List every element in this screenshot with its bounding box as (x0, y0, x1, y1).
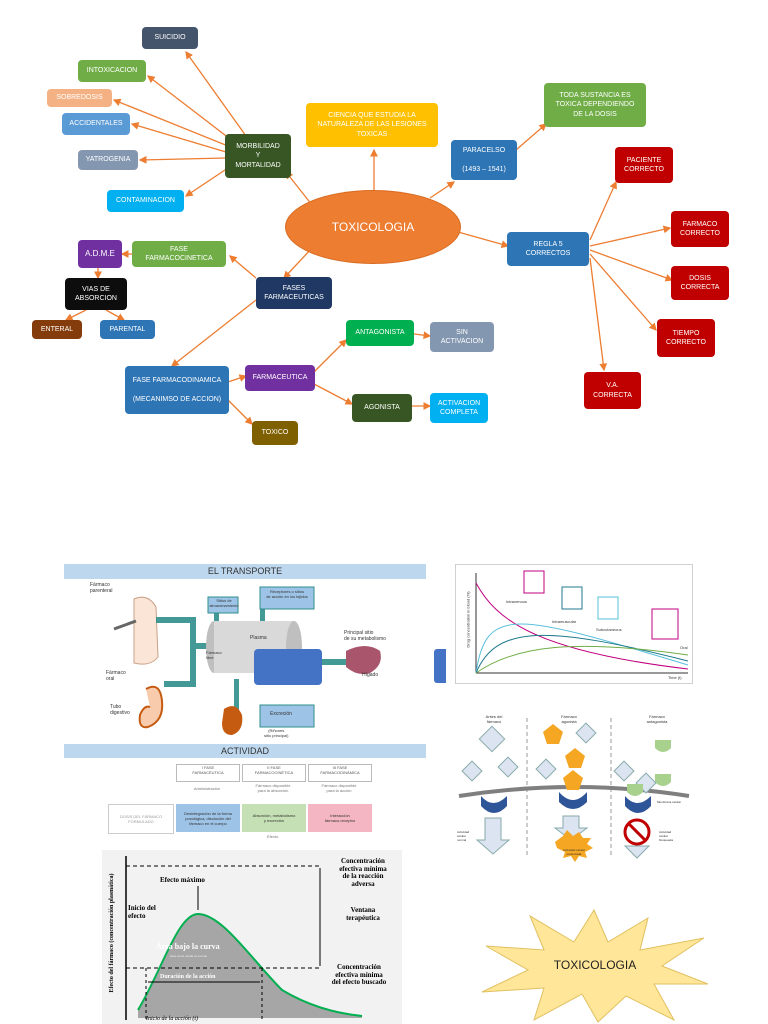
effect-ventana-label: Ventana terapéutica (346, 906, 380, 922)
receptor-illustration (458, 718, 690, 862)
effect-area-label: Área bajo la curva (156, 942, 220, 951)
effect-xlabel: Inicio de la acción (t) (146, 1016, 198, 1022)
admin-label: Administración (193, 786, 221, 791)
concentration-curve-panel: Drug concentration in blood (%) Time (t)… (455, 564, 693, 684)
starburst-label: TOXICOLOGIA (553, 958, 637, 972)
receptor-act-potenciada: Actividad celular potenciada (563, 848, 585, 856)
receptor-col3: Fármaco antagonista (646, 714, 668, 724)
absorcion-label: Absorción, metabolismo y excreción (242, 804, 306, 832)
label-oral: Fármaco oral (106, 670, 126, 682)
node-fase-farmacodinamica: FASE FARMACODINAMICA (MECANIMSO DE ACCIO… (125, 366, 229, 414)
node-activacion-completa: ACTIVACION COMPLETA (430, 393, 488, 423)
node-fases-farmaceuticas: FASES FARMACEUTICAS (256, 277, 332, 309)
node-sobredosis: SOBREDOSIS (47, 89, 112, 107)
node-parental: PARENTAL (100, 320, 155, 339)
efecto-label: Efecto (267, 834, 279, 839)
effect-area-sub: área curva usada en curvas (170, 954, 208, 958)
center-node-toxicologia: TOXICOLOGIA (286, 191, 460, 263)
node-fase-farmacocinetica: FASE FARMACOCINETICA (132, 241, 226, 267)
node-regla: REGLA 5 CORRECTOS (507, 232, 589, 266)
receptor-membrana: Membrana celular (657, 800, 682, 804)
effect-buscado-label: Concentración efectiva mínima del efecto… (331, 963, 387, 987)
receptor-panel: Antes del fármaco Fármaco agonista Fárma… (455, 712, 693, 862)
node-antagonista: ANTAGONISTA (346, 320, 414, 346)
label-receptores: Receptores o sitios de acción en los tej… (266, 589, 308, 599)
interaccion-label: Interacción fármaco-receptor (308, 804, 372, 832)
transport-illustration (113, 586, 381, 735)
node-agonista: AGONISTA (352, 394, 412, 422)
label-tubo: Tubo digestivo (110, 704, 130, 716)
node-intoxicacion: INTOXICACION (78, 60, 146, 82)
label-parenteral: Fármaco parenteral (90, 582, 113, 594)
dosis-formulado-label: DOSIS DEL FÁRMACO FORMULADO (108, 804, 174, 834)
disp-acc-label: Fármaco disponible para la acción (321, 783, 357, 793)
label-higado: Hígado (362, 672, 379, 678)
transport-title: EL TRANSPORTE (64, 564, 426, 579)
node-toxico: TOXICO (252, 421, 298, 445)
label-plasma: Plasma (250, 635, 267, 641)
effect-adversa-label: Concentración efectiva mínima de la reac… (339, 857, 387, 889)
mindmap-connectors (64, 50, 674, 425)
label-principal: Principal sitio de su metabolismo (344, 630, 386, 642)
node-tiempo: TIEMPO CORRECTO (657, 319, 715, 357)
center-label: TOXICOLOGIA (331, 220, 415, 234)
label-libre: Fármaco libre (206, 650, 222, 660)
label-subcutaneous: Subcutaneous (596, 627, 622, 632)
node-dosis: DOSIS CORRECTA (671, 266, 729, 300)
activity-title: ACTIVIDAD (64, 744, 426, 758)
label-rinones: (Riñones sitio principal) (264, 728, 289, 738)
node-yatrogenia: YATROGENIA (78, 150, 138, 170)
transport-panel: EL TRANSPORTE Fármaco pare (64, 564, 426, 840)
node-sin-activacion: SIN ACTIVACION (430, 322, 494, 352)
node-va: V.A. CORRECTA (584, 372, 641, 409)
node-vias: VIAS DE ABSORCION (65, 278, 127, 310)
node-contaminacion: CONTAMINACION (107, 190, 184, 212)
node-paciente: PACIENTE CORRECTO (615, 147, 673, 183)
effect-curve (125, 856, 363, 1020)
node-enteral: ENTERAL (32, 320, 82, 339)
effect-ylabel: Efecto del fármaco (concentración plasmá… (109, 873, 115, 993)
fase2-label: II FASE FARMACOCINÉTICA (242, 764, 306, 782)
receptor-col1: Antes del fármaco (485, 714, 503, 724)
receptor-act-bloqueada: Actividad celular bloqueada (659, 830, 674, 842)
node-farmaco: FARMACO CORRECTO (671, 211, 729, 247)
effect-inicio-label: Inicio del efecto (128, 904, 156, 920)
concentration-curves (475, 570, 689, 674)
label-intravenous: Intravenous (506, 599, 527, 604)
fase3-label: III FASE FARMACODINÁMICA (308, 764, 372, 782)
receptor-col2: Fármaco agonista (561, 714, 577, 724)
fase1-label: I FASE FARMACÉUTICA (176, 764, 240, 782)
effect-max-label: Efecto máximo (160, 876, 205, 884)
node-farmaceutica: FARMACEUTICA (245, 365, 315, 391)
disp-abs-label: Fármaco disponible para la absorción (255, 783, 291, 793)
label-excrecion: Excreción (270, 711, 292, 717)
curve-xlabel: Time (t) (668, 675, 682, 680)
curve-ylabel: Drug concentration in blood (%) (465, 591, 471, 648)
label-sitios: Sitios de almacenamiento (209, 598, 239, 608)
node-accidentales: ACCIDENTALES (62, 113, 130, 135)
starburst-shape (481, 908, 709, 1023)
effect-duracion-label: Duración de la acción (160, 974, 216, 980)
node-adme: A.D.M.E (78, 240, 122, 268)
label-intramuscular: Intramuscular (552, 619, 577, 624)
node-suicidio: SUICIDIO (142, 27, 198, 49)
effect-curve-panel: Efecto del fármaco (concentración plasmá… (102, 850, 402, 1024)
receptor-act-normal: Actividad celular normal (457, 830, 470, 842)
node-morbilidad: MORBILIDAD Y MORTALIDAD (225, 134, 291, 178)
node-toda-sustancia: TODA SUSTANCIA ES TOXICA DEPENDIENDO DE … (544, 83, 646, 127)
label-oral-curve: Oral (680, 645, 688, 650)
node-paracelso: PARACELSO (1493 – 1541) (451, 140, 517, 180)
node-ciencia: CIENCIA QUE ESTUDIA LA NATURALEZA DE LAS… (306, 103, 438, 147)
blue-tab-decoration (434, 649, 446, 683)
desintegracion-label: Desintegración de la forma posológica, d… (176, 804, 240, 832)
